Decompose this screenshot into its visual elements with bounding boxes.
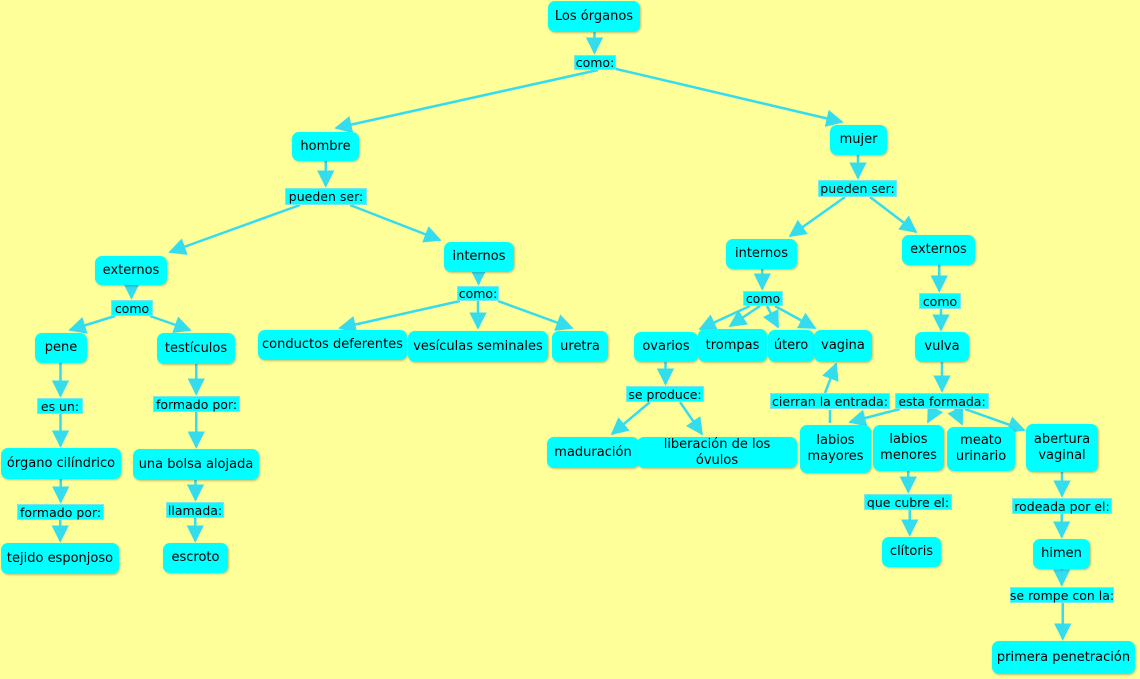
link-llamada[interactable]: llamada: — [166, 502, 224, 518]
link-como-hombre-externos[interactable]: como — [111, 300, 153, 316]
connector-arrow — [610, 401, 651, 436]
connector-arrow — [788, 195, 846, 238]
connector-arrow — [678, 401, 704, 436]
link-se-rompe-con-la[interactable]: se rompe con la: — [1009, 587, 1115, 603]
node-hombre[interactable]: hombre — [292, 132, 359, 161]
link-pueden-ser-hombre[interactable]: pueden ser: — [285, 188, 367, 205]
link-es-un[interactable]: es un: — [37, 398, 83, 414]
connector-arrow — [334, 68, 599, 134]
node-organo-cilindrico[interactable]: órgano cilíndrico — [1, 448, 121, 479]
connector-arrow — [168, 203, 301, 255]
node-abertura-vaginal[interactable]: abertura vaginal — [1026, 424, 1098, 472]
link-como-mujer-externos[interactable]: como — [919, 293, 961, 309]
connector-arrow — [698, 304, 751, 331]
connector-arrow — [926, 403, 944, 424]
node-conductos-deferentes[interactable]: conductos deferentes — [258, 330, 407, 360]
link-esta-formada[interactable]: esta formada: — [895, 393, 989, 409]
node-pene[interactable]: pene — [35, 333, 87, 363]
node-los-organos[interactable]: Los órganos — [548, 1, 640, 32]
link-formado-por-testiculos[interactable]: formado por: — [153, 396, 240, 412]
link-como-hombre-internos[interactable]: como: — [457, 286, 499, 301]
node-escroto[interactable]: escroto — [163, 543, 228, 573]
connector-arrow — [611, 66, 844, 127]
link-como-root[interactable]: como: — [574, 55, 616, 70]
connector-arrow — [774, 304, 817, 330]
node-vulva[interactable]: vulva — [915, 332, 969, 362]
node-labios-menores[interactable]: labios menores — [873, 425, 944, 471]
connector-arrow — [947, 406, 964, 426]
node-primera-penetracion[interactable]: primera penetración — [992, 641, 1135, 674]
connector-arrow — [964, 407, 1026, 433]
connector-arrow — [762, 305, 780, 329]
connector-arrow — [68, 314, 116, 334]
node-ovarios[interactable]: ovarios — [634, 332, 698, 362]
link-se-produce[interactable]: se produce: — [626, 386, 704, 402]
connector-arrow — [149, 314, 192, 334]
link-como-mujer-internos[interactable]: como — [743, 291, 783, 306]
connector-arrow — [869, 196, 918, 234]
node-mujer-externos[interactable]: externos — [902, 235, 975, 265]
connector-arrow — [728, 304, 761, 328]
node-utero[interactable]: útero — [768, 330, 814, 362]
node-mujer-internos[interactable]: internos — [726, 239, 797, 269]
connector-arrow — [349, 203, 442, 243]
node-trompas[interactable]: trompas — [698, 329, 767, 362]
node-testiculos[interactable]: testículos — [157, 333, 235, 364]
node-mujer[interactable]: mujer — [830, 125, 887, 155]
node-clitoris[interactable]: clítoris — [882, 537, 941, 567]
node-vagina[interactable]: vagina — [814, 330, 872, 362]
link-pueden-ser-mujer[interactable]: pueden ser: — [818, 180, 897, 197]
link-cierran-la-entrada[interactable]: cierran la entrada: — [770, 393, 890, 409]
node-labios-mayores[interactable]: labios mayores — [800, 425, 871, 473]
link-que-cubre-el[interactable]: que cubre el: — [864, 494, 952, 510]
node-meato-urinario[interactable]: meato urinario — [947, 427, 1015, 471]
connector-arrow — [848, 407, 901, 427]
node-una-bolsa-alojada[interactable]: una bolsa alojada — [133, 449, 259, 480]
node-hombre-externos[interactable]: externos — [95, 256, 167, 285]
node-himen[interactable]: himen — [1033, 539, 1090, 569]
node-maduracion[interactable]: maduración — [547, 437, 639, 468]
node-hombre-internos[interactable]: internos — [444, 242, 514, 272]
node-tejido-esponjoso[interactable]: tejido esponjoso — [1, 543, 119, 574]
node-uretra[interactable]: uretra — [552, 331, 608, 362]
link-rodeada-por-el[interactable]: rodeada por el: — [1012, 498, 1112, 514]
node-liberacion-de-los-ovulos[interactable]: liberación de los óvulos — [637, 437, 797, 468]
connector-arrow — [497, 299, 574, 331]
link-formado-por-pene[interactable]: formado por: — [17, 504, 104, 520]
connector-arrow — [338, 299, 461, 334]
node-vesiculas-seminales[interactable]: vesículas seminales — [408, 331, 548, 362]
connector-arrow — [822, 362, 839, 394]
